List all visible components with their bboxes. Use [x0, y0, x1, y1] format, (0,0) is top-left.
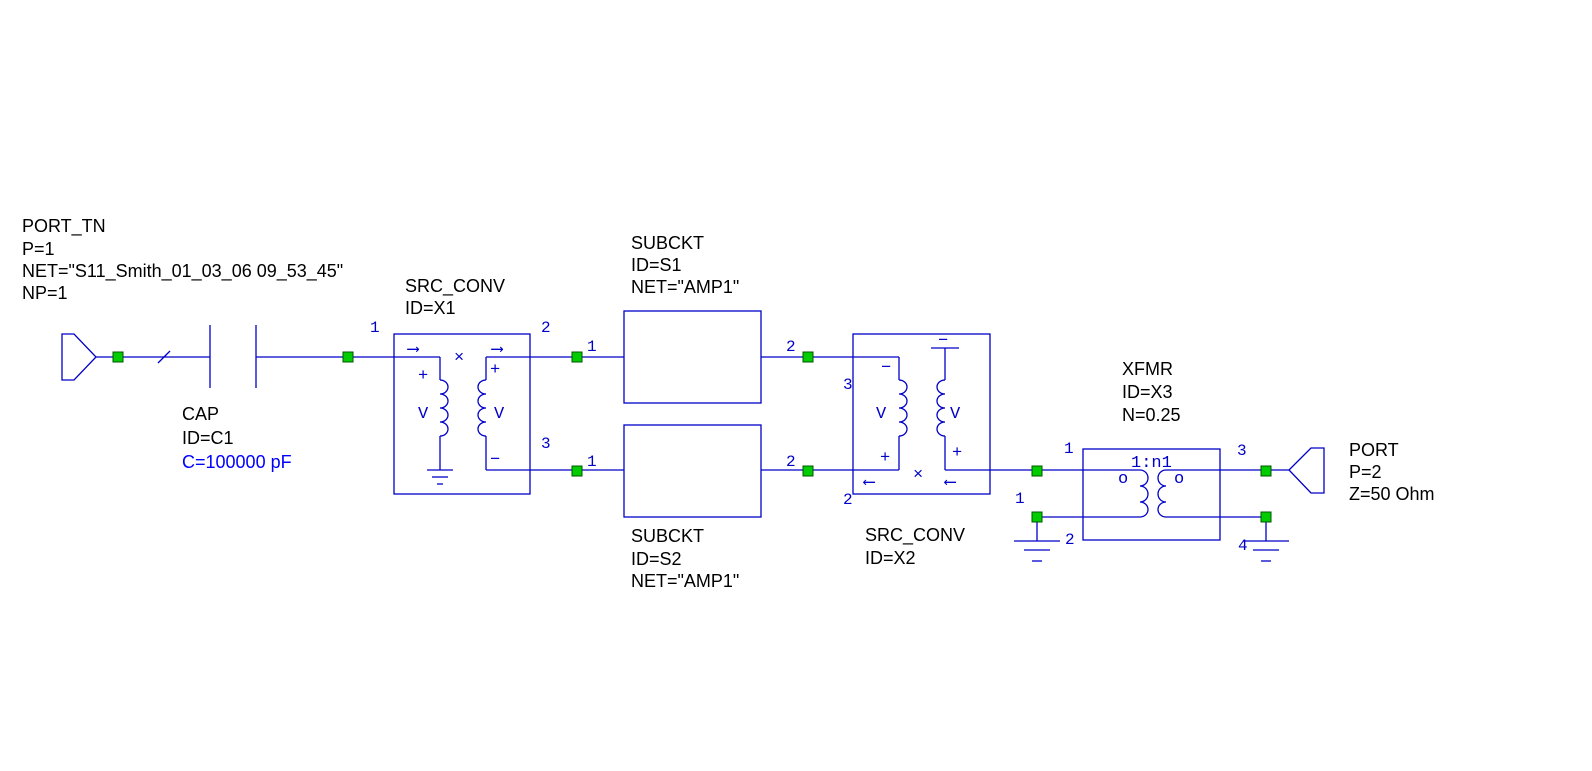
- wire-slash: [157, 350, 171, 364]
- arrow-left-icon: ⟵: [944, 474, 957, 493]
- cap-value-label[interactable]: C=100000 pF: [182, 452, 292, 472]
- polarity-dot-icon: o: [1174, 470, 1184, 489]
- subckt-s2[interactable]: [576, 424, 807, 518]
- pin-number: 2: [1065, 531, 1075, 549]
- port-tn-np-label: NP=1: [22, 283, 68, 303]
- subckt-s1-box: [623, 310, 762, 404]
- src-conv-x2[interactable]: [807, 333, 1037, 495]
- pin-number: 4: [1238, 537, 1248, 555]
- cross-icon: ×: [913, 466, 923, 485]
- pin-number: 1: [370, 319, 380, 337]
- minus-sign: −: [938, 332, 948, 351]
- inductor-coil-icon: [1157, 469, 1167, 518]
- src-conv-x2-box: [852, 333, 991, 495]
- plus-sign: +: [490, 361, 500, 380]
- src-conv-x2-type-label: SRC_CONV: [865, 525, 965, 546]
- cap-id-label: ID=C1: [182, 428, 234, 448]
- connection-node[interactable]: [1031, 465, 1043, 477]
- cap-type-label: CAP: [182, 404, 219, 424]
- inductor-coil-icon: [936, 379, 946, 437]
- subckt-s1-net-label: NET="AMP1": [631, 277, 739, 297]
- port-tn-net-label: NET="S11_Smith_01_03_06 09_53_45": [22, 261, 343, 282]
- subckt-s1-id-label: ID=S1: [631, 255, 682, 275]
- turns-ratio-label: 1:n1: [1131, 454, 1172, 473]
- pin-number: 1: [1015, 490, 1025, 508]
- arrow-right-icon: ⟶: [491, 341, 504, 360]
- pin-number: 3: [1237, 442, 1247, 460]
- port-tn-p-label: P=1: [22, 239, 55, 259]
- pin-number: 2: [786, 453, 796, 471]
- pin-number: 2: [786, 338, 796, 356]
- voltage-label: V: [950, 405, 961, 424]
- xfmr-id-label: ID=X3: [1122, 382, 1173, 402]
- inductor-coil-icon: [477, 379, 487, 437]
- cross-icon: ×: [454, 349, 464, 368]
- inductor-coil-icon: [898, 379, 908, 437]
- pin-number: 1: [587, 453, 597, 471]
- port-p-label: P=2: [1349, 462, 1382, 482]
- subckt-s2-type-label: SUBCKT: [631, 526, 704, 546]
- plus-sign: +: [952, 444, 962, 463]
- connection-nodes: [112, 351, 1272, 523]
- port-type-label: PORT: [1349, 440, 1399, 460]
- voltage-label: V: [494, 405, 505, 424]
- xfmr-box: [1082, 448, 1221, 541]
- src-conv-x1-box: [393, 333, 531, 495]
- connection-node[interactable]: [571, 351, 583, 363]
- subckt-s2-box: [623, 424, 762, 518]
- port-tn-symbol: [61, 333, 97, 381]
- pin-number: 3: [541, 435, 551, 453]
- connection-node[interactable]: [1260, 511, 1272, 523]
- plus-sign: +: [418, 367, 428, 386]
- pin-number: 1: [1064, 440, 1074, 458]
- inductor-coil-icon: [439, 379, 449, 437]
- inductor-coil-icon: [1139, 469, 1149, 518]
- connection-node[interactable]: [1031, 511, 1043, 523]
- connection-node[interactable]: [342, 351, 354, 363]
- subckt-s1[interactable]: [576, 310, 807, 404]
- pin-number: 1: [587, 338, 597, 356]
- voltage-label: V: [876, 405, 887, 424]
- src-conv-x1[interactable]: [393, 333, 576, 495]
- xfmr-n-label: N=0.25: [1122, 405, 1181, 425]
- port-z-label: Z=50 Ohm: [1349, 484, 1435, 504]
- pin-number: 2: [541, 319, 551, 337]
- minus-sign: −: [881, 359, 891, 378]
- plus-sign: +: [880, 449, 890, 468]
- pin-number: 2: [843, 491, 853, 509]
- port-p2[interactable]: [1266, 447, 1325, 494]
- port-symbol: [1288, 447, 1325, 494]
- subckt-s1-type-label: SUBCKT: [631, 233, 704, 253]
- minus-sign: −: [490, 451, 500, 470]
- pin-number: 3: [843, 376, 853, 394]
- connection-node[interactable]: [802, 351, 814, 363]
- src-conv-x2-id-label: ID=X2: [865, 548, 916, 568]
- connection-node[interactable]: [1260, 465, 1272, 477]
- connection-node[interactable]: [571, 465, 583, 477]
- subckt-s2-id-label: ID=S2: [631, 549, 682, 569]
- voltage-label: V: [418, 405, 429, 424]
- arrow-right-icon: ⟶: [407, 341, 420, 360]
- connection-node[interactable]: [112, 351, 124, 363]
- connection-node[interactable]: [802, 465, 814, 477]
- src-conv-x1-id-label: ID=X1: [405, 298, 456, 318]
- port-tn-type-label: PORT_TN: [22, 216, 106, 237]
- capacitor-c1[interactable]: [209, 325, 394, 388]
- xfmr-type-label: XFMR: [1122, 359, 1173, 379]
- subckt-s2-net-label: NET="AMP1": [631, 571, 739, 591]
- src-conv-x1-type-label: SRC_CONV: [405, 276, 505, 297]
- port-tn[interactable]: [61, 333, 210, 381]
- transformer-x3[interactable]: [1014, 448, 1289, 562]
- polarity-dot-icon: o: [1118, 470, 1128, 489]
- arrow-left-icon: ⟵: [863, 474, 876, 493]
